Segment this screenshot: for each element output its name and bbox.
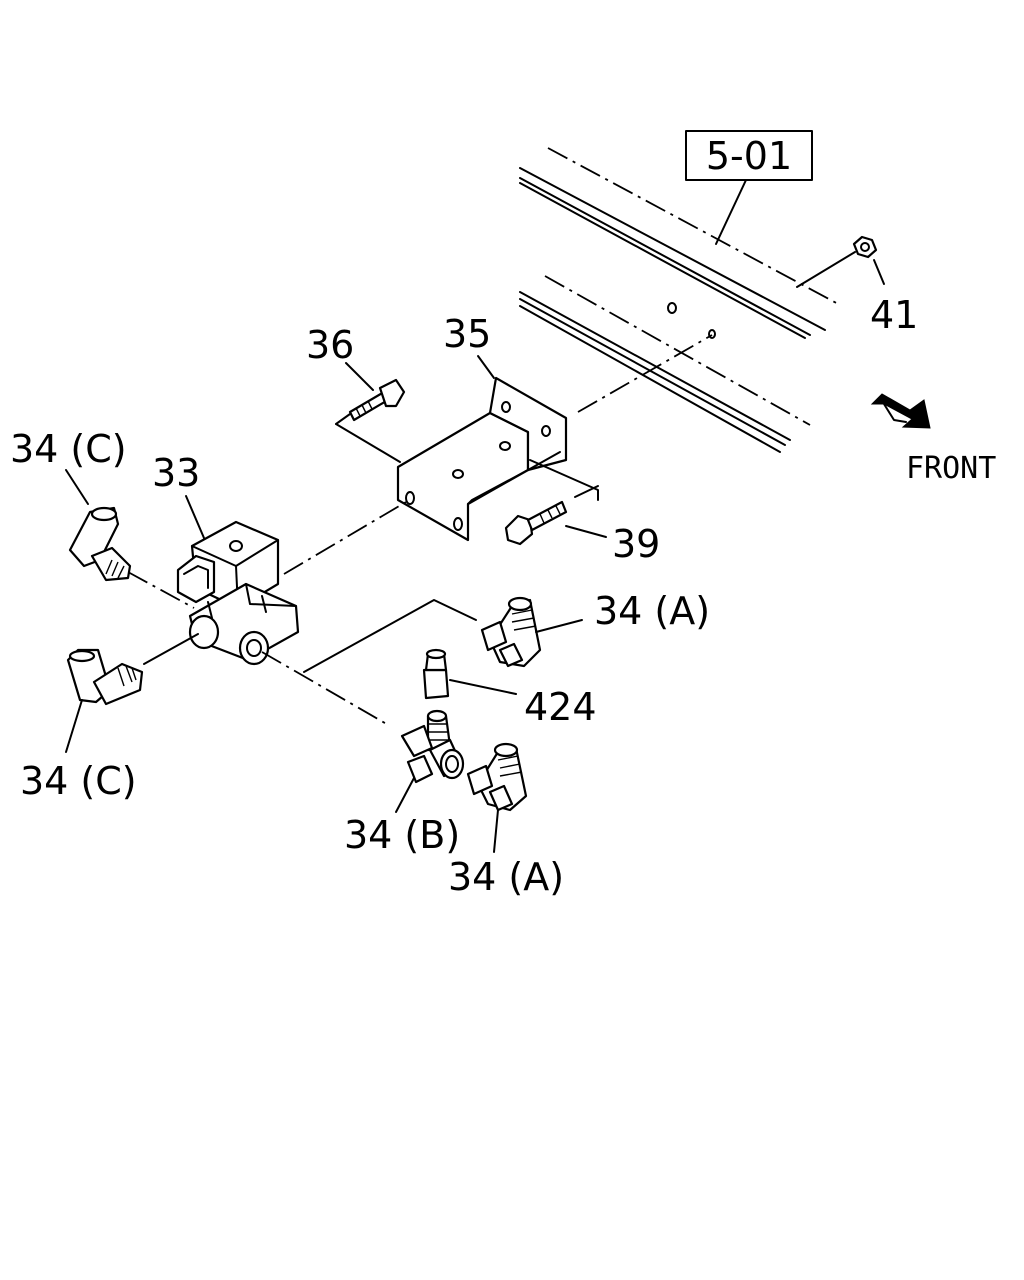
bracket-35: 35 [396,312,568,542]
label-35: 35 [443,312,491,356]
fitting-34a-bottom: 34 (A) [448,742,564,899]
label-34a-bottom: 34 (A) [448,855,564,899]
fitting-34c-bottom: 34 (C) [20,648,144,803]
fitting-34a-top: 34 (A) [480,589,710,668]
label-34a-top: 34 (A) [594,589,710,633]
reference-box-label: 5-01 [706,134,792,178]
front-label: FRONT [906,451,996,486]
label-39: 39 [612,522,660,566]
fitting-34b: 34 (B) [344,709,465,857]
front-arrow: FRONT [870,393,996,486]
frame-rail-lower [519,275,811,453]
fitting-424: 424 [422,648,597,729]
frame-rail-upper [519,147,841,339]
label-424: 424 [524,685,597,729]
label-34c-bottom: 34 (C) [20,759,137,803]
centerline-34c-top [127,571,195,609]
label-41: 41 [870,293,918,337]
centerline-bracket-frame [577,334,713,413]
centerline-valve-bracket [283,501,407,575]
reference-box: 5-01 [685,130,813,245]
label-33: 33 [152,451,200,495]
valve-33: 33 [152,451,300,666]
label-34b: 34 (B) [344,813,460,857]
bolt-36: 36 [306,323,406,463]
label-34c-top: 34 (C) [10,427,127,471]
centerline-34b [261,651,391,727]
bolt-39: 39 [504,459,660,566]
centerline-34c-bottom [143,633,199,665]
leader-34a-top-line [303,599,477,673]
nut-41: 41 [796,235,918,337]
label-36: 36 [306,323,354,367]
fitting-34c-top: 34 (C) [10,427,132,582]
